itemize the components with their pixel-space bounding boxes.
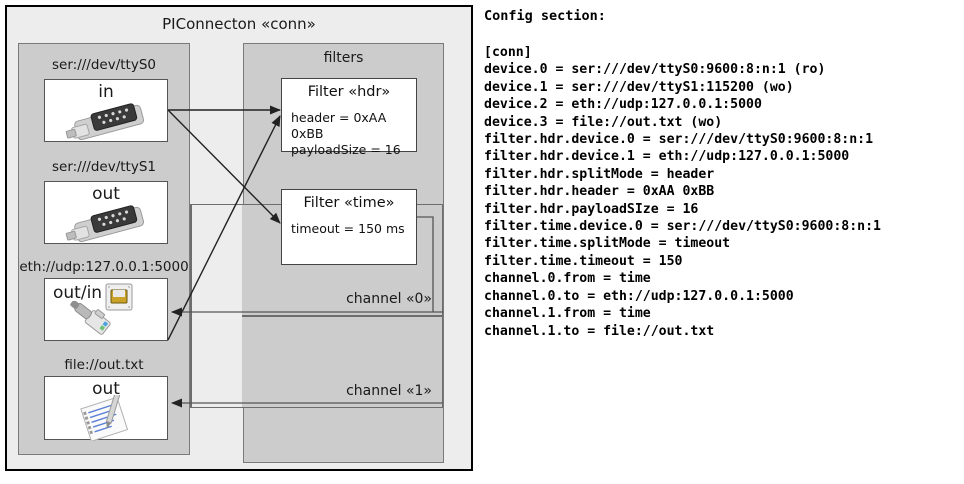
filters-panel-title: filters [323,50,364,66]
config-line: filter.hdr.device.0 = ser:///dev/ttyS0:9… [484,132,874,148]
config-line: device.3 = file://out.txt (wo) [484,114,723,130]
filter-props-time: timeout = 150 ms [291,221,412,237]
config-section: Config section: [conn] device.0 = ser:///… [482,0,960,484]
filter-title-time: Filter «time» [303,195,395,211]
config-line: filter.hdr.splitMode = header [484,166,715,182]
config-line: channel.0.to = eth://udp:127.0.0.1:5000 [484,288,794,304]
device-label-3: file://out.txt [64,357,144,373]
channel-label-1: channel «1» [346,383,432,399]
device-card-3[interactable]: out [44,376,168,441]
config-heading: Config section: [484,8,606,24]
ethernet-socket-icon [105,283,133,311]
text-file-icon [80,395,129,441]
config-line: channel.0.from = time [484,271,651,287]
ethernet-plug-icon [70,301,111,335]
filter-title-hdr: Filter «hdr» [307,84,391,100]
gap-mask [191,205,242,407]
config-line: filter.time.device.0 = ser:///dev/ttyS0:… [484,219,881,235]
config-line: device.2 = eth://udp:127.0.0.1:5000 [484,97,762,113]
config-line: filter.time.splitMode = timeout [484,236,731,252]
device-label-0: ser:///dev/ttyS0 [52,57,156,73]
filter-card-hdr[interactable]: Filter «hdr» header = 0xAA 0xBB payloadS… [281,78,417,157]
device-label-1: ser:///dev/ttyS1 [52,159,156,175]
device-mode-3: out [92,379,120,399]
config-line: channel.1.from = time [484,306,651,322]
config-line: filter.hdr.header = 0xAA 0xBB [484,184,715,200]
config-line: device.0 = ser:///dev/ttyS0:9600:8:n:1 (… [484,62,826,78]
channel-label-0: channel «0» [346,291,432,307]
config-line: filter.hdr.device.1 = eth://udp:127.0.0.… [484,149,850,165]
device-card-1[interactable]: out [44,181,168,244]
filter-card-time[interactable]: Filter «time» timeout = 150 ms [281,189,417,265]
config-line: filter.time.timeout = 150 [484,253,683,269]
config-line: device.1 = ser:///dev/ttyS1:115200 (wo) [484,79,794,95]
config-line: channel.1.to = file://out.txt [484,323,715,339]
filter-props-hdr: header = 0xAA 0xBB payloadSize = 16 [291,110,412,158]
filter-prop: payloadSize = 16 [291,142,401,157]
device-label-2: eth://udp:127.0.0.1:5000 [19,259,189,275]
config-line: filter.hdr.payloadSIze = 16 [484,201,699,217]
device-mode-2: out/in [53,283,103,303]
device-card-2[interactable]: out/in [44,278,168,341]
channel-left-edge [191,205,192,407]
device-mode-1: out [92,184,120,204]
config-line: [conn] [484,45,532,60]
serial-port-icon [65,205,145,243]
config-lines: [conn] device.0 = ser:///dev/ttyS0:9600:8… [484,44,881,340]
device-mode-0: in [98,82,114,102]
filter-prop: header = 0xAA 0xBB [291,110,387,141]
connector-title: PIConnecton «conn» [162,15,316,33]
filter-prop: timeout = 150 ms [291,221,405,236]
device-card-0[interactable]: in [44,79,168,142]
serial-port-icon [65,103,145,141]
